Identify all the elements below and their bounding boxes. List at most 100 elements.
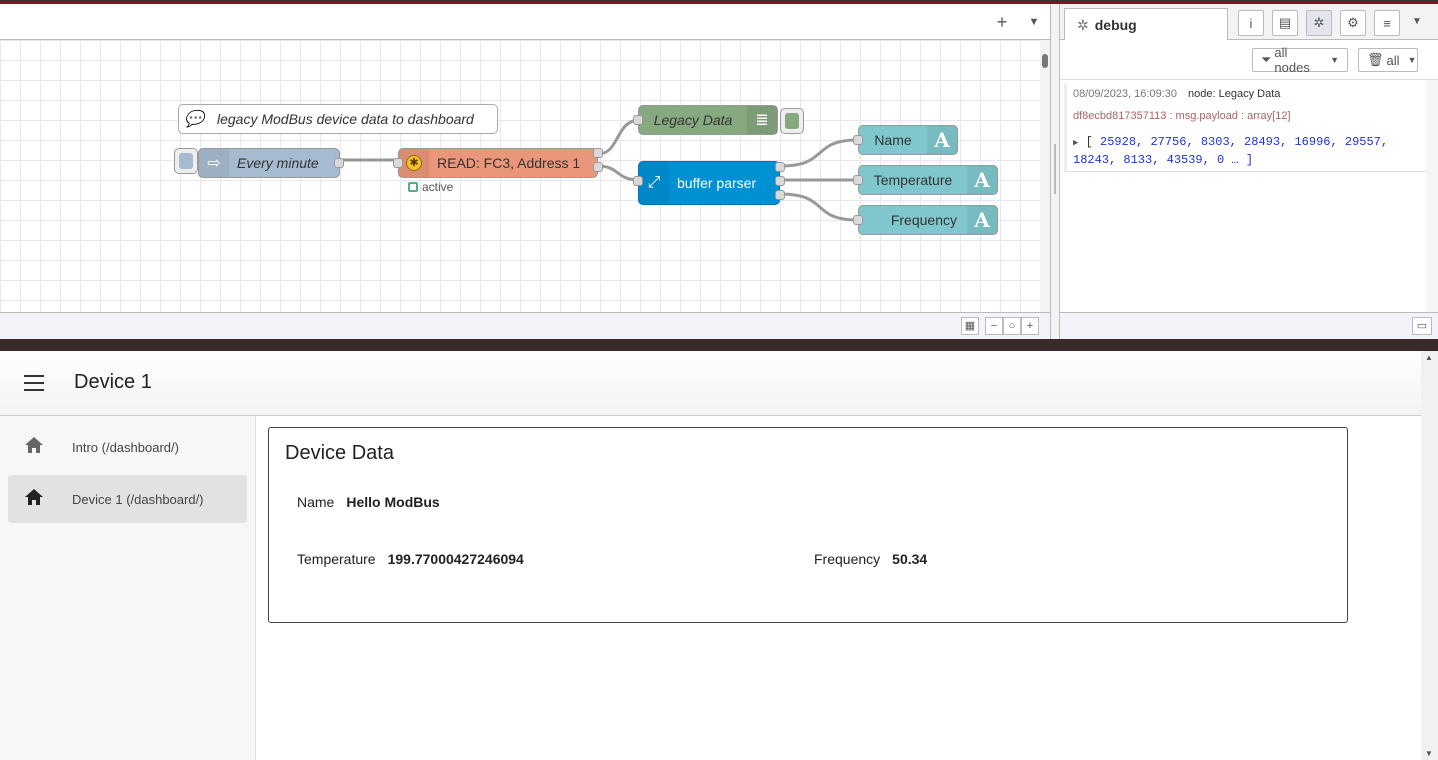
- canvas-vertical-scrollbar[interactable]: [1040, 40, 1050, 312]
- sidebar: ✲ debug i ▤ ✲ ⚙ ≡ ▼ ⏷ all nodes ▼ 🗑 all …: [1060, 4, 1438, 339]
- function-node[interactable]: ⤢ buffer parser: [638, 161, 780, 205]
- flow-canvas[interactable]: 💬 legacy ModBus device data to dashboard…: [0, 40, 1040, 312]
- inject-node-label: Every minute: [237, 155, 319, 171]
- ui-text-frequency-label: Frequency: [890, 212, 957, 228]
- nav-item-device-1[interactable]: Device 1 (/dashboard/): [8, 475, 247, 523]
- debug-message-value[interactable]: ▶ [ 25928, 27756, 8303, 28493, 16996, 29…: [1073, 135, 1389, 167]
- ui-text-name-input-port[interactable]: [853, 135, 863, 145]
- arrow-right-icon: ⇨: [199, 149, 229, 177]
- zoom-out-button[interactable]: −: [985, 317, 1003, 335]
- ui-text-node-temperature[interactable]: Temperature A: [858, 165, 998, 195]
- modbus-output-port-1[interactable]: [593, 148, 603, 158]
- ui-text-temperature-label: Temperature: [873, 172, 953, 188]
- ui-text-frequency-input-port[interactable]: [853, 215, 863, 225]
- text-icon: A: [927, 126, 957, 154]
- expand-icon: ⤢: [639, 162, 669, 204]
- filter-nodes-label: all nodes: [1274, 45, 1310, 75]
- comment-node[interactable]: 💬 legacy ModBus device data to dashboard: [178, 104, 498, 134]
- sidebar-tab-bar: ✲ debug i ▤ ✲ ⚙ ≡ ▼: [1060, 4, 1438, 41]
- zoom-in-button[interactable]: +: [1021, 317, 1039, 335]
- ui-text-name-label: Name: [874, 132, 912, 148]
- nav-item-intro[interactable]: Intro (/dashboard/): [8, 423, 247, 471]
- book-icon[interactable]: ▤: [1272, 10, 1298, 36]
- function-input-port[interactable]: [633, 176, 643, 186]
- temperature-label: Temperature: [297, 551, 376, 567]
- inject-trigger-button[interactable]: [174, 148, 198, 174]
- scroll-up-icon[interactable]: ▲: [1425, 353, 1433, 362]
- tab-debug-label: debug: [1094, 17, 1137, 33]
- debug-toolbar: ⏷ all nodes ▼ 🗑 all ▼: [1060, 40, 1438, 80]
- ui-text-node-name[interactable]: Name A: [858, 125, 958, 155]
- flow-list-dropdown-icon[interactable]: ▼: [1028, 16, 1040, 28]
- wire-function-name: [779, 138, 859, 168]
- frequency-field: Frequency 50.34: [814, 551, 927, 567]
- tab-debug[interactable]: ✲ debug: [1064, 8, 1228, 41]
- expand-caret-icon[interactable]: ▶: [1073, 138, 1079, 148]
- inject-output-port[interactable]: [334, 158, 344, 168]
- frequency-label: Frequency: [814, 551, 881, 567]
- comment-label: legacy ModBus device data to dashboard: [217, 111, 474, 127]
- debug-timestamp: 08/09/2023, 16:09:30: [1073, 88, 1177, 100]
- filter-icon: ⏷: [1261, 52, 1272, 67]
- database-icon[interactable]: ≡: [1374, 10, 1400, 36]
- text-icon: A: [967, 166, 997, 194]
- trash-icon: 🗑: [1367, 52, 1384, 67]
- list-icon: ≣: [747, 106, 777, 134]
- function-output-port-2[interactable]: [775, 176, 785, 186]
- info-icon[interactable]: i: [1238, 10, 1264, 36]
- dashboard-scrollbar[interactable]: ▲ ▼: [1421, 351, 1438, 760]
- frequency-value: 50.34: [892, 551, 928, 567]
- window-divider: [0, 339, 1438, 351]
- node-red-editor: + ▼ 💬 legacy ModBus device data to dashb…: [0, 4, 1438, 339]
- bug-icon: ✲: [1077, 16, 1089, 33]
- gear-icon[interactable]: ⚙: [1340, 10, 1366, 36]
- modbus-icon: ✱: [399, 149, 429, 177]
- scroll-down-icon[interactable]: ▼: [1425, 749, 1433, 758]
- debug-node-label: Legacy Data: [653, 112, 733, 128]
- clear-messages-button[interactable]: 🗑 all ▼: [1358, 48, 1418, 72]
- monitor-icon[interactable]: ▭: [1412, 317, 1432, 335]
- sidebar-menu-dropdown-icon[interactable]: ▼: [1412, 16, 1422, 27]
- name-label: Name: [297, 494, 335, 510]
- map-icon[interactable]: ▦: [961, 317, 979, 335]
- modbus-read-node[interactable]: ✱ READ: FC3, Address 1: [398, 148, 598, 178]
- modbus-status-text: active: [422, 180, 454, 194]
- home-icon: [14, 488, 54, 511]
- wire-function-frequency: [779, 192, 859, 222]
- dashboard-window: Device 1 Intro (/dashboard/) Device 1 (/…: [0, 339, 1438, 760]
- sidebar-splitter[interactable]: [1050, 4, 1060, 339]
- hamburger-menu-icon[interactable]: [24, 375, 44, 391]
- debug-node-link[interactable]: node: Legacy Data: [1188, 88, 1281, 100]
- workspace-footer: ▦ − ○ +: [0, 312, 1052, 339]
- function-output-port-1[interactable]: [775, 162, 785, 172]
- filter-nodes-button[interactable]: ⏷ all nodes ▼: [1252, 45, 1348, 75]
- nav-item-device-1-label: Device 1 (/dashboard/): [72, 491, 204, 507]
- modbus-output-port-2[interactable]: [593, 162, 603, 172]
- function-output-port-3[interactable]: [775, 190, 785, 200]
- card-title: Device Data: [285, 442, 394, 464]
- text-icon: A: [967, 206, 997, 234]
- nav-drawer: Intro (/dashboard/) Device 1 (/dashboard…: [0, 416, 256, 760]
- home-icon: [14, 436, 54, 459]
- status-indicator-icon: [408, 182, 418, 192]
- chevron-down-icon: ▼: [1330, 55, 1339, 65]
- ui-text-temperature-input-port[interactable]: [853, 175, 863, 185]
- workspace-tab-bar: + ▼: [0, 4, 1050, 40]
- debug-message-path[interactable]: df8ecbd817357113 : msg.payload : array[1…: [1073, 110, 1291, 122]
- debug-toggle-button[interactable]: [780, 108, 804, 134]
- bug-icon[interactable]: ✲: [1306, 10, 1332, 36]
- inject-node[interactable]: ⇨ Every minute: [198, 148, 340, 178]
- debug-input-port[interactable]: [633, 115, 643, 125]
- sidebar-scrollbar[interactable]: [1426, 80, 1438, 312]
- modbus-input-port[interactable]: [393, 158, 403, 168]
- zoom-reset-button[interactable]: ○: [1003, 317, 1021, 335]
- add-flow-button[interactable]: +: [996, 12, 1008, 32]
- window-top-border: [0, 0, 1438, 4]
- ui-text-node-frequency[interactable]: Frequency A: [858, 205, 998, 235]
- debug-node[interactable]: Legacy Data ≣: [638, 105, 778, 135]
- dashboard-app-bar: Device 1: [0, 351, 1421, 416]
